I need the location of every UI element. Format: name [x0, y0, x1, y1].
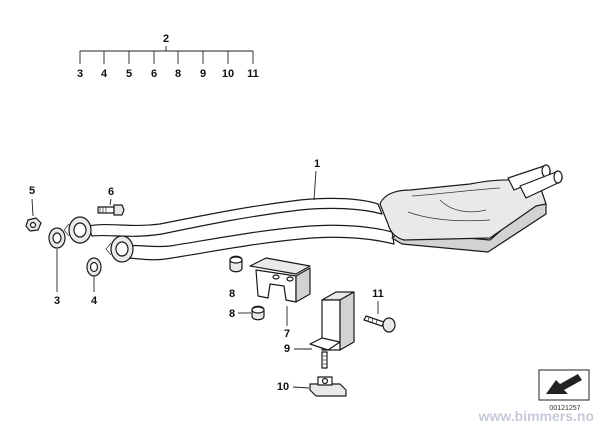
part-4-gasket: 4 — [86, 257, 102, 307]
callout-8a: 8 — [229, 288, 235, 300]
part-9-bracket: 9 — [284, 291, 355, 369]
callout-11: 11 — [372, 288, 384, 300]
callout-6: 6 — [108, 186, 114, 198]
watermark-text: www.bimmers.no — [478, 408, 594, 424]
callout-10: 10 — [277, 381, 289, 393]
front-pipe-assembly — [63, 197, 395, 263]
part-6-bolt: 6 — [97, 186, 125, 216]
part-10-clip: 10 — [277, 376, 347, 397]
assembly-item-label: 6 — [151, 68, 157, 80]
assembly-item-label: 3 — [77, 68, 83, 80]
assembly-item-label: 10 — [222, 68, 234, 80]
callout-4: 4 — [91, 295, 98, 307]
assembly-bracket: 2 3 4 5 6 8 9 10 11 — [77, 33, 259, 80]
orientation-arrow-box: 00121257 — [538, 369, 590, 412]
callout-8b: 8 — [229, 308, 235, 320]
assembly-item-label: 4 — [101, 68, 108, 80]
part-11-bolt: 11 — [363, 288, 396, 333]
callout-7: 7 — [284, 328, 290, 340]
part-8-rubber-mounts: 8 8 — [229, 255, 265, 321]
callout-2: 2 — [163, 33, 169, 45]
part-5-nut: 5 — [25, 185, 42, 232]
part-1-callout: 1 — [313, 158, 320, 201]
part-7-hanger: 7 — [249, 257, 311, 340]
part-3-gasket: 3 — [48, 227, 66, 307]
assembly-item-label: 11 — [247, 68, 259, 80]
rear-muffler — [379, 164, 563, 253]
assembly-item-label: 8 — [175, 68, 181, 80]
assembly-item-label: 9 — [200, 68, 206, 80]
document-number: 00121257 — [549, 405, 580, 412]
callout-5: 5 — [29, 185, 35, 197]
callout-1: 1 — [314, 158, 320, 170]
assembly-item-label: 5 — [126, 68, 132, 80]
callout-3: 3 — [54, 295, 60, 307]
callout-9: 9 — [284, 343, 290, 355]
